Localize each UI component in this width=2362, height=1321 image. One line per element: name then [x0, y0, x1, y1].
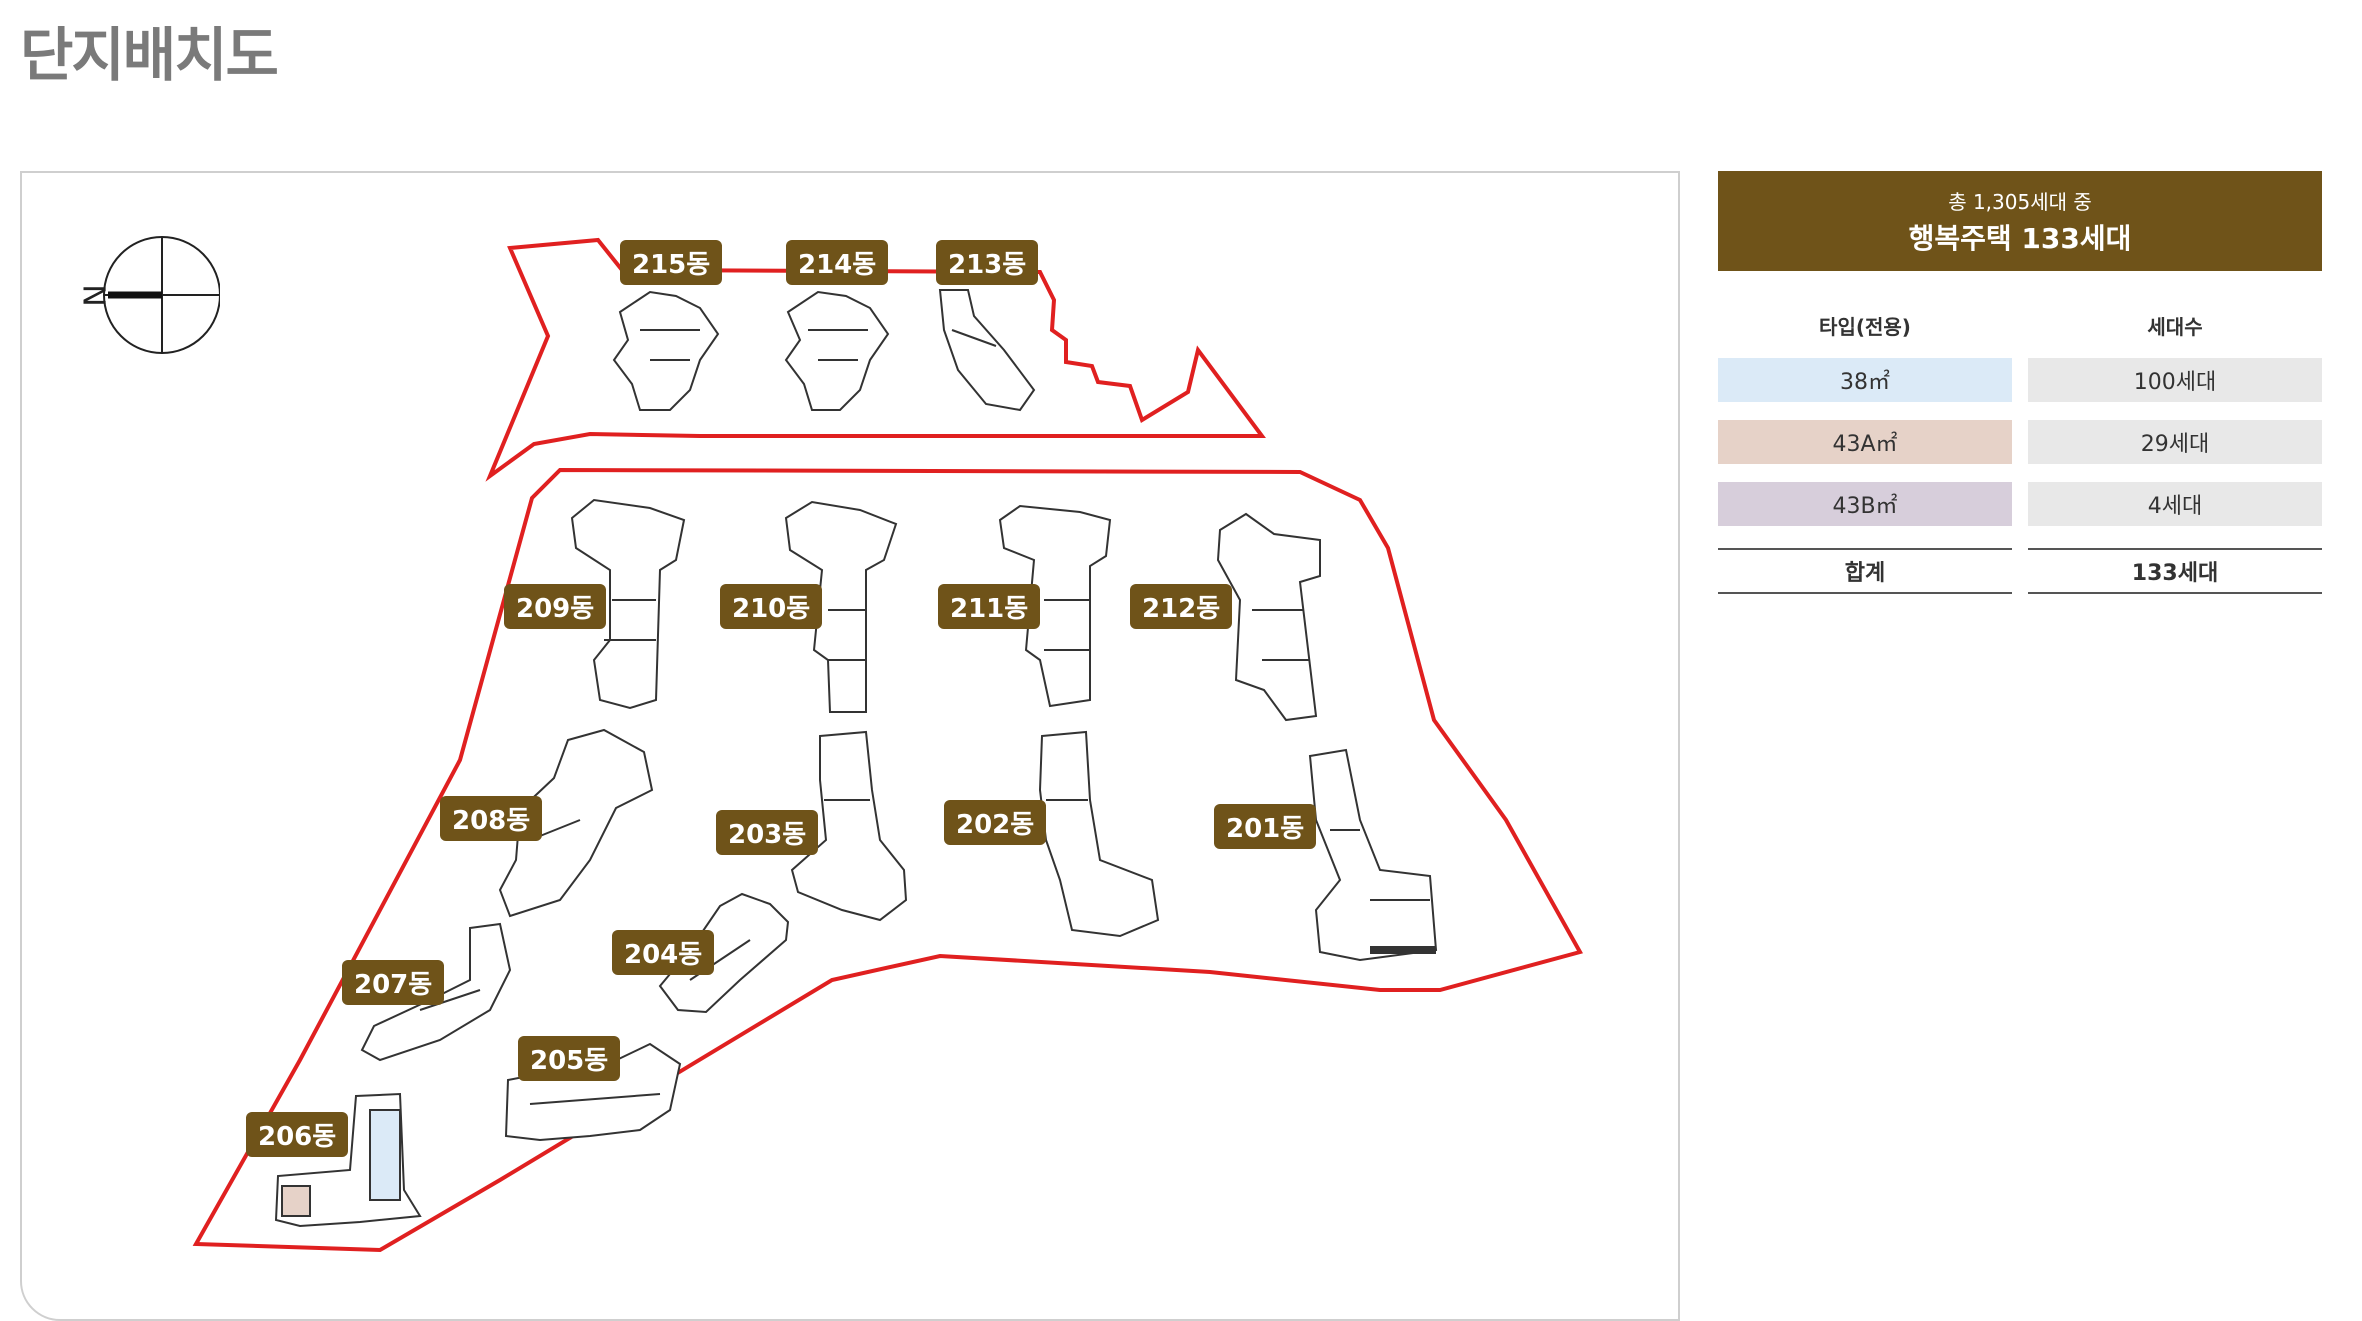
legend-count-38: 100세대 [2028, 358, 2322, 402]
legend-total-value: 133세대 [2028, 548, 2322, 594]
building-label-211[interactable]: 211동 [938, 584, 1041, 629]
building-label-212[interactable]: 212동 [1130, 584, 1233, 629]
unit-type-legend: 총 1,305세대 중 행복주택 133세대 타입(전용) 세대수 38㎡ 10… [1718, 171, 2322, 594]
footprint-210 [784, 500, 898, 713]
footprint-209 [570, 498, 686, 710]
footprint-202 [1038, 730, 1160, 938]
legend-row-43b: 43B㎡ 4세대 [1718, 482, 2322, 526]
compass-north-label: N [75, 284, 111, 307]
footprint-214 [784, 290, 890, 411]
footprint-201-base [1370, 946, 1436, 954]
legend-count-43b: 4세대 [2028, 482, 2322, 526]
legend-header-main: 행복주택 133세대 [1908, 221, 2132, 255]
legend-header: 총 1,305세대 중 행복주택 133세대 [1718, 171, 2322, 271]
page-title: 단지배치도 [20, 21, 279, 89]
building-label-203[interactable]: 203동 [716, 810, 819, 855]
building-label-215[interactable]: 215동 [620, 240, 723, 285]
site-map-drawing [192, 237, 1583, 1253]
legend-header-sub: 총 1,305세대 중 [1948, 189, 2092, 214]
north-site-boundary [485, 237, 1266, 482]
footprint-212 [1216, 512, 1321, 722]
building-footprints [274, 289, 1438, 1228]
footprint-211 [998, 504, 1112, 708]
south-site-boundary [192, 467, 1583, 1253]
building-label-210[interactable]: 210동 [720, 584, 823, 629]
building-label-213[interactable]: 213동 [936, 240, 1039, 285]
footprint-213 [938, 289, 1036, 412]
building-label-202[interactable]: 202동 [944, 800, 1047, 845]
compass-icon [103, 236, 220, 354]
building-label-204[interactable]: 204동 [612, 930, 715, 975]
building-label-205[interactable]: 205동 [518, 1036, 621, 1081]
building-label-208[interactable]: 208동 [440, 796, 543, 841]
footprint-203 [790, 730, 908, 922]
building-label-206[interactable]: 206동 [246, 1112, 349, 1157]
legend-row-38: 38㎡ 100세대 [1718, 358, 2322, 402]
legend-col-count: 세대수 [2147, 315, 2203, 339]
legend-type-43a: 43A㎡ [1718, 420, 2012, 464]
footprint-201 [1308, 748, 1438, 962]
building-label-209[interactable]: 209동 [504, 584, 607, 629]
legend-col-type: 타입(전용) [1819, 315, 1911, 339]
legend-type-38: 38㎡ [1718, 358, 2012, 402]
building-label-201[interactable]: 201동 [1214, 804, 1317, 849]
footprint-206 [274, 1092, 422, 1228]
legend-total-row: 합계 133세대 [1718, 548, 2322, 594]
legend-type-43b: 43B㎡ [1718, 482, 2012, 526]
legend-count-43a: 29세대 [2028, 420, 2322, 464]
legend-row-43a: 43A㎡ 29세대 [1718, 420, 2322, 464]
building-label-214[interactable]: 214동 [786, 240, 889, 285]
legend-total-label: 합계 [1718, 548, 2012, 594]
footprint-215 [612, 290, 720, 411]
building-label-207[interactable]: 207동 [342, 960, 445, 1005]
